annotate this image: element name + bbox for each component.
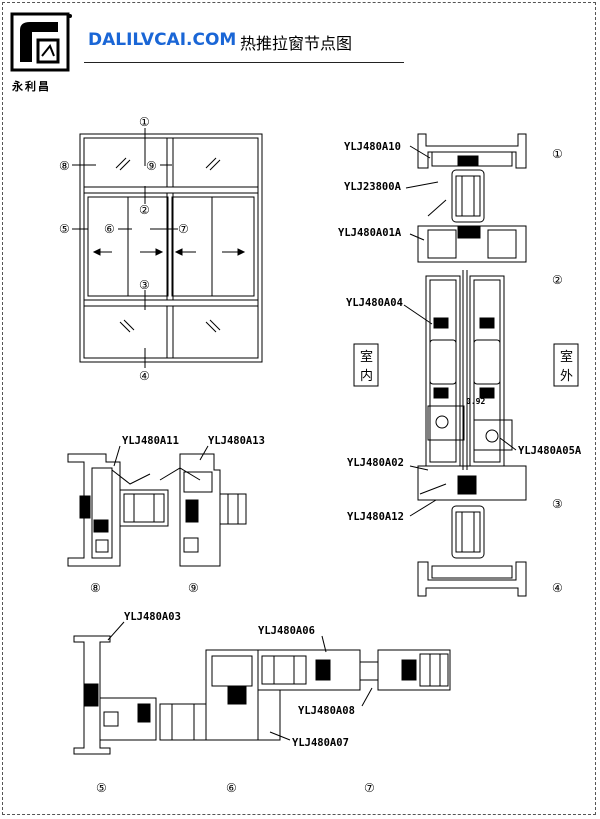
label-ylj480a03: YLJ480A03 xyxy=(124,611,181,623)
label-ylj480a05a: YLJ480A05A xyxy=(518,445,582,457)
label-ylj23800a: YLJ23800A xyxy=(344,181,402,193)
label-ylj480a01a: YLJ480A01A xyxy=(338,227,402,239)
label-ylj480a07: YLJ480A07 xyxy=(292,737,349,749)
vertical-section xyxy=(353,133,579,597)
marker-2: ② xyxy=(139,203,150,217)
label-ylj480a06: YLJ480A06 xyxy=(258,625,315,637)
label-ylj480a10: YLJ480A10 xyxy=(344,141,401,153)
marker-1: ① xyxy=(139,115,150,129)
section-8-9 xyxy=(67,445,247,567)
outdoor-label-1: 室 xyxy=(560,349,573,365)
marker-3: ③ xyxy=(139,278,150,292)
section-marker-5: ⑤ xyxy=(96,781,107,795)
label-ylj480a12: YLJ480A12 xyxy=(347,511,404,523)
logo-text: 永利昌 xyxy=(12,80,51,93)
label-ylj480a04: YLJ480A04 xyxy=(346,297,403,309)
marker-7: ⑦ xyxy=(178,222,189,236)
label-ylj480a08: YLJ480A08 xyxy=(298,705,355,717)
section-marker-8: ⑧ xyxy=(90,581,101,595)
sliding-arrows xyxy=(92,248,246,256)
section-marker-9: ⑨ xyxy=(188,581,199,595)
section-marker-4: ④ xyxy=(552,581,563,595)
indoor-label-2: 内 xyxy=(360,368,373,384)
label-ylj480a11: YLJ480A11 xyxy=(122,435,179,447)
title-underline xyxy=(84,62,404,63)
section-marker-7: ⑦ xyxy=(364,781,375,795)
marker-6: ⑥ xyxy=(104,222,115,236)
page-title: 热推拉窗节点图 xyxy=(240,34,353,53)
section-marker-2: ② xyxy=(552,273,563,287)
indoor-label-1: 室 xyxy=(360,349,373,365)
brand-watermark: DALILVCAI.COM xyxy=(88,30,237,50)
section-marker-3: ③ xyxy=(552,497,563,511)
marker-9: ⑨ xyxy=(146,159,157,173)
outdoor-label-2: 外 xyxy=(560,369,573,384)
marker-4: ④ xyxy=(139,369,150,383)
window-elevation xyxy=(72,128,263,368)
section-marker-1: ① xyxy=(552,147,563,161)
dimension-label: 0.92 xyxy=(466,397,485,406)
label-ylj480a13: YLJ480A13 xyxy=(208,435,265,447)
company-logo xyxy=(10,12,72,72)
section-marker-6: ⑥ xyxy=(226,781,237,795)
marker-5: ⑤ xyxy=(59,222,70,236)
section-5-6-7 xyxy=(73,621,451,755)
label-ylj480a02: YLJ480A02 xyxy=(347,457,404,469)
marker-8: ⑧ xyxy=(59,159,70,173)
